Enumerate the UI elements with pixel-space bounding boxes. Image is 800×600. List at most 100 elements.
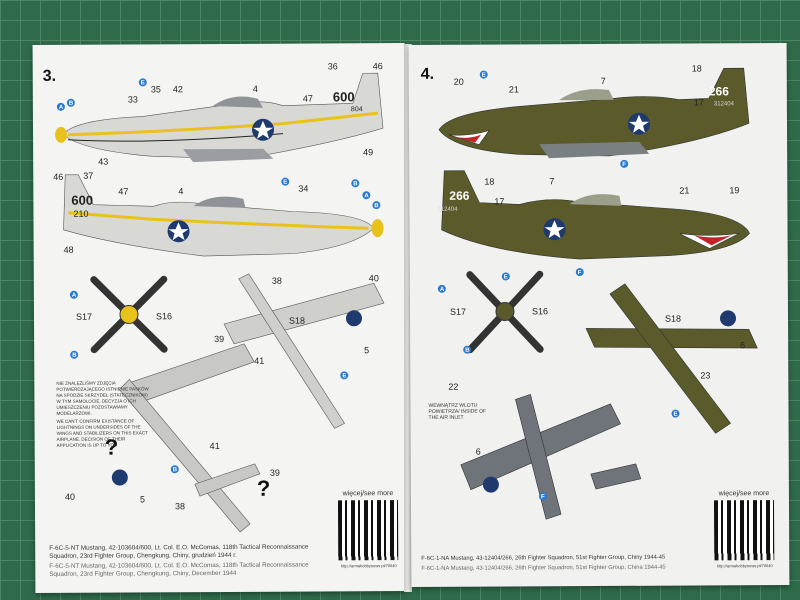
aircraft-drawings-page-4: 4. 266 312404 266 312404 — [421, 63, 758, 520]
aircraft-top-view — [585, 283, 758, 434]
callout-label: B — [465, 348, 470, 354]
callout-label: 47 — [118, 186, 128, 196]
callout-label: 46 — [53, 172, 63, 182]
callout-label: B — [69, 101, 74, 107]
callout-label: 36 — [328, 61, 338, 71]
callout-label: 40 — [65, 492, 75, 502]
callout-label: 39 — [214, 334, 224, 344]
tail-code-text: 600 — [71, 193, 93, 208]
callout-label: 7 — [601, 76, 606, 86]
callout-label: 4 — [178, 186, 183, 196]
caption-polish: F-6C-1-NA Mustang, 43-12404/266, 26th Fi… — [421, 554, 666, 562]
tail-serial-text: 804 — [351, 106, 363, 113]
callout-label: 19 — [729, 185, 739, 195]
callout-label: A — [72, 293, 77, 299]
callout-label: S18 — [665, 314, 681, 324]
callout-label: 34 — [298, 184, 308, 194]
callout-label: 42 — [173, 84, 183, 94]
callout-label: 41 — [210, 441, 220, 451]
callout-label: 23 — [700, 370, 710, 380]
lightning-note: Nie znaleźliśmy zdjęcia potwierdzającego… — [56, 380, 151, 448]
callout-label: S16 — [532, 306, 548, 316]
page-section-number: 3. — [43, 68, 56, 85]
aircraft-side-view-bottom: 600 — [63, 174, 384, 257]
caption-english: F-6C-5-NT Mustang, 42-103604/600, Lt. Co… — [49, 561, 309, 578]
callout-label: E — [141, 80, 145, 86]
callout-label: F — [622, 162, 626, 168]
callout-label: E — [342, 373, 346, 379]
caption-english: F-6C-1-NA Mustang, 43-12404/266, 26th Fi… — [421, 564, 666, 572]
qr-code[interactable] — [713, 500, 775, 561]
callout-label: 40 — [369, 273, 379, 283]
aircraft-bottom-view — [111, 343, 261, 533]
callout-label: S18 — [289, 316, 305, 326]
callout-label: E — [674, 412, 678, 418]
aircraft-bottom-view — [460, 393, 642, 520]
tail-serial-text: 312404 — [714, 101, 735, 107]
callout-label: 38 — [272, 276, 282, 286]
propeller-view — [466, 270, 544, 354]
callout-label: B — [173, 467, 178, 473]
callout-label: 41 — [254, 356, 264, 366]
callout-label: 6 — [476, 447, 481, 457]
instruction-page-4: 4. 266 312404 266 312404 — [408, 43, 790, 587]
tail-code-text: 266 — [449, 189, 469, 203]
callout-label: 17 — [694, 97, 704, 107]
callout-label: 47 — [303, 94, 313, 104]
note-english: We can't confirm existance of lightnings… — [56, 418, 148, 448]
callout-label: 5 — [364, 345, 369, 355]
callout-label: 17 — [494, 196, 504, 206]
callout-label: 49 — [363, 147, 373, 157]
qr-see-more-label: więcej/see more — [718, 490, 770, 498]
callout-label: 7 — [549, 176, 554, 186]
callout-label: 39 — [270, 468, 280, 478]
callout-label: 4 — [253, 84, 258, 94]
callout-label: 38 — [175, 501, 185, 511]
color-badges: E A B E B A B A B E B — [56, 78, 381, 473]
callout-label: E — [482, 73, 486, 79]
tail-serial-text: 312404 — [437, 207, 458, 213]
callout-numbers: 36 46 33 35 42 4 47 49 43 46 37 47 4 34 … — [53, 61, 382, 511]
aircraft-side-view-bottom: 266 312404 — [437, 170, 750, 260]
callout-label: 18 — [692, 63, 702, 73]
callout-label: B — [72, 353, 77, 359]
tail-code-text: 600 — [333, 89, 355, 104]
color-badges: E F F A E B E F — [437, 70, 680, 500]
qr-url: http://armahobbynews.pl/70040 — [340, 563, 397, 569]
callout-label: 18 — [484, 177, 494, 187]
propeller-view — [90, 275, 168, 354]
question-mark: ? — [105, 435, 119, 460]
callout-label: 22 — [448, 382, 458, 392]
callout-label: B — [374, 203, 379, 209]
callout-label: S17 — [76, 312, 92, 322]
callout-label: 5 — [140, 494, 145, 504]
qr-see-more-label: więcej/see more — [342, 490, 394, 498]
caption-polish: F-6C-5-NT Mustang, 42-103604/600, Lt. Co… — [49, 543, 309, 560]
aircraft-side-view-top: 266 312404 — [438, 67, 750, 159]
tail-code-text: 266 — [709, 84, 729, 98]
aircraft-drawings-page-3: 3. 600 804 600 — [43, 61, 385, 533]
instruction-page-3: 3. 600 804 600 — [32, 43, 408, 593]
question-mark: ? — [257, 476, 271, 501]
callout-label: 6 — [740, 340, 745, 350]
callout-label: 21 — [509, 84, 519, 94]
callout-label: 48 — [64, 245, 74, 255]
aircraft-top-view — [223, 273, 385, 429]
callout-label: 43 — [98, 157, 108, 167]
callout-label: E — [504, 274, 508, 280]
callout-label: A — [440, 287, 445, 293]
air-inlet-note: Wewnątrz wlotu powietrza/ Inside of the … — [428, 402, 487, 421]
callout-label: 33 — [128, 94, 138, 104]
callout-numbers: 20 21 7 18 17 18 7 17 21 19 S17 S16 S18 … — [448, 63, 745, 457]
callout-label: A — [364, 193, 369, 199]
note-polish: Nie znaleźliśmy zdjęcia potwierdzającego… — [56, 380, 149, 416]
callout-label: 37 — [83, 171, 93, 181]
callout-label: 210 — [73, 209, 88, 219]
callout-label: 35 — [151, 84, 161, 94]
callout-label: B — [353, 181, 358, 187]
aircraft-side-view-top: 600 804 — [55, 72, 384, 163]
callout-label: F — [578, 270, 582, 276]
callout-label: A — [59, 105, 64, 111]
callout-label: F — [541, 494, 545, 500]
qr-code[interactable] — [337, 500, 399, 561]
